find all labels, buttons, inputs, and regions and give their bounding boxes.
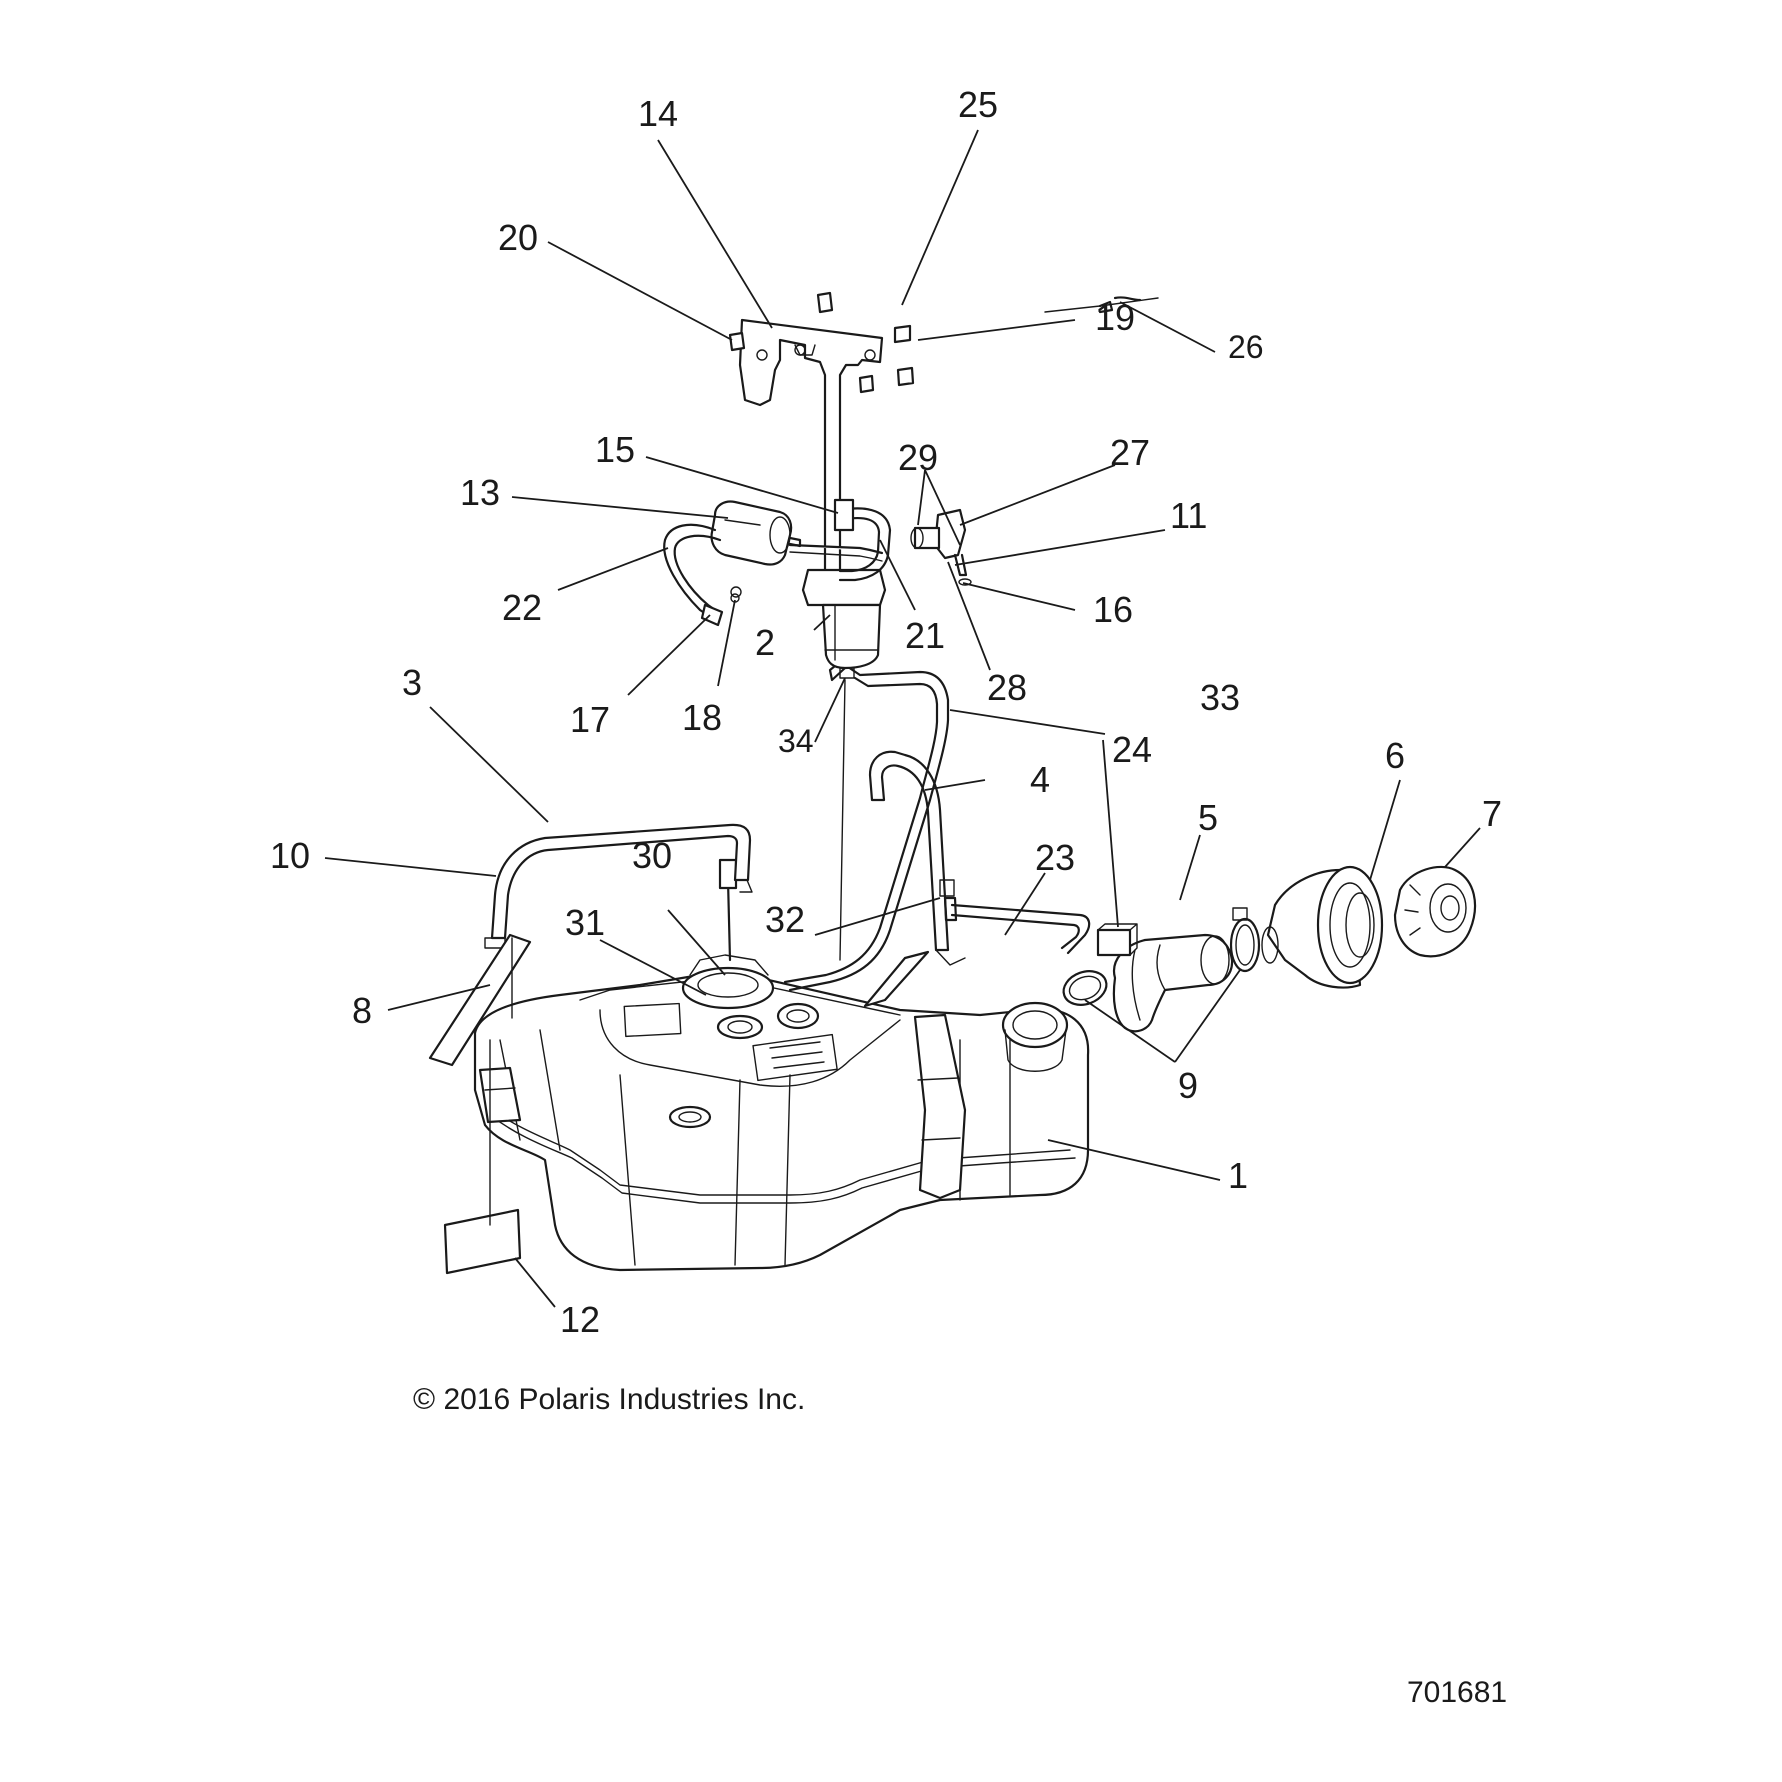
callout-27: 27	[1110, 432, 1150, 473]
callout-25: 25	[958, 84, 998, 125]
leader-lines	[324, 129, 1481, 1308]
callout-12: 12	[560, 1299, 600, 1340]
filler-hose	[1112, 933, 1234, 1033]
callout-26: 26	[1228, 329, 1264, 365]
tank-strap-right	[868, 750, 966, 966]
decal-small	[863, 950, 930, 1008]
callout-29: 29	[898, 437, 938, 478]
callout-32: 32	[765, 899, 805, 940]
callout-15: 15	[595, 429, 635, 470]
callout-9: 9	[1178, 1065, 1198, 1106]
callout-14: 14	[638, 93, 678, 134]
callout-22: 22	[502, 587, 542, 628]
callout-20: 20	[498, 217, 538, 258]
callout-18: 18	[682, 697, 722, 738]
callout-2: 2	[755, 622, 775, 663]
callout-4: 4	[1030, 759, 1050, 800]
callout-3: 3	[402, 662, 422, 703]
callout-8: 8	[352, 990, 372, 1031]
callout-11: 11	[1170, 495, 1207, 536]
copyright-notice: © 2016 Polaris Industries Inc.	[413, 1383, 806, 1416]
callout-10: 10	[270, 835, 310, 876]
pump-hose	[788, 498, 892, 582]
filter-bracket	[738, 318, 884, 607]
hose-clamp-upper	[1229, 907, 1261, 973]
callout-23: 23	[1035, 837, 1075, 878]
hose-clamp-lower	[1062, 970, 1108, 1006]
fuel-pump	[663, 500, 802, 627]
fuel-line	[783, 656, 950, 992]
callout-19: 19	[1095, 297, 1135, 338]
callout-7: 7	[1482, 793, 1502, 834]
fuel-filter	[801, 568, 887, 679]
callouts: 1 2 3 4 5 6 7 8 9 10 11 12 13 14 15 16 1…	[270, 84, 1502, 1340]
callout-31: 31	[565, 902, 605, 943]
callout-16: 16	[1093, 589, 1133, 630]
callout-5: 5	[1198, 797, 1218, 838]
tank-strap-left	[484, 823, 753, 949]
callout-33: 33	[1200, 677, 1240, 718]
fuel-cap	[1393, 865, 1477, 958]
filler-neck	[1261, 865, 1384, 989]
foam-block	[1096, 923, 1138, 957]
assembly-lines	[489, 679, 846, 1226]
fasteners	[728, 291, 1159, 603]
fuel-pump-flange	[681, 858, 775, 1010]
fuel-tank	[473, 973, 1090, 1272]
callout-13: 13	[460, 472, 500, 513]
figure-number: 701681	[1407, 1676, 1508, 1709]
callout-24: 24	[1112, 729, 1152, 770]
vent-line	[943, 896, 1091, 955]
callout-17: 17	[570, 699, 610, 740]
warning-decal-12	[443, 1208, 522, 1275]
callout-34: 34	[778, 723, 814, 759]
callout-1: 1	[1228, 1155, 1248, 1196]
callout-21: 21	[905, 615, 945, 656]
rollover-valve	[910, 508, 972, 586]
callout-30: 30	[632, 835, 672, 876]
callout-6: 6	[1385, 735, 1405, 776]
warning-decal-8	[428, 933, 532, 1067]
callout-28: 28	[987, 667, 1027, 708]
